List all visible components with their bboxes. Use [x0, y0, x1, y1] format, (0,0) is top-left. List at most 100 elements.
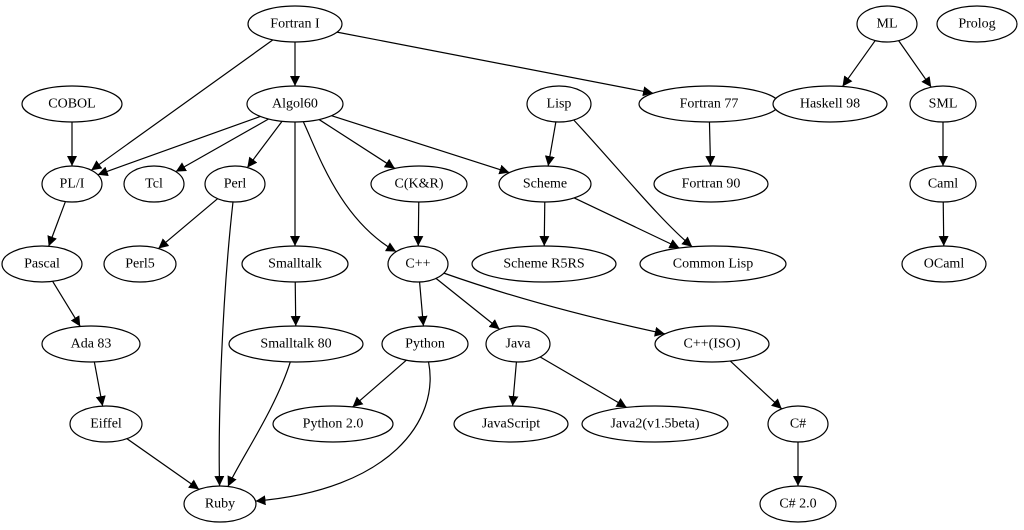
node-ellipse: [123, 165, 185, 203]
node-ocaml: OCaml: [901, 245, 987, 283]
node-prolog: Prolog: [936, 5, 1018, 43]
node-java: Java: [485, 325, 551, 363]
edge-fortran77-to-fortran90: [705, 121, 716, 167]
edge-cpp-to-cppiso: [443, 272, 665, 337]
edge-ckr-to-cpp: [413, 201, 424, 247]
edge-line: [539, 356, 627, 408]
node-label: C++: [405, 257, 430, 272]
edge-ml-to-haskell98: [842, 40, 876, 87]
node-ellipse: [526, 85, 592, 123]
node-ellipse: [241, 245, 349, 283]
edge-java-to-java2: [539, 356, 627, 408]
edge-smalltalk80-to-ruby: [227, 361, 291, 487]
edge-line: [175, 118, 269, 173]
node-ruby: Ruby: [183, 485, 257, 523]
node-smalltalk80: Smalltalk 80: [228, 325, 364, 363]
node-python: Python: [381, 325, 469, 363]
edge-line: [539, 201, 550, 247]
node-label: Java: [506, 337, 532, 352]
node-ellipse: [772, 85, 888, 123]
node-haskell98: Haskell 98: [772, 85, 888, 123]
edge-cpp-to-java: [435, 277, 500, 330]
node-ellipse: [759, 485, 837, 523]
node-ellipse: [485, 325, 551, 363]
edge-cpp-to-python: [417, 281, 428, 327]
node-label: Fortran 77: [680, 97, 739, 112]
edge-algol60-to-pli: [97, 115, 261, 177]
node-label: Caml: [928, 177, 958, 192]
node-label: Java2(v1.5beta): [610, 417, 699, 432]
node-ellipse: [246, 85, 344, 123]
node-ellipse: [653, 165, 769, 203]
node-label: Smalltalk: [268, 257, 322, 272]
edge-perl-to-ruby: [214, 201, 234, 487]
node-ellipse: [639, 245, 787, 283]
edge-line: [90, 39, 274, 171]
edge-line: [729, 360, 783, 410]
node-ellipse: [909, 165, 977, 203]
node-label: Prolog: [958, 17, 995, 32]
node-label: Ruby: [205, 497, 235, 512]
node-javascript: JavaScript: [453, 405, 569, 443]
node-label: Scheme: [523, 177, 567, 192]
edge-python-to-ruby: [255, 361, 431, 506]
edge-caml-to-ocaml: [938, 201, 949, 247]
edge-line: [318, 119, 396, 169]
edge-line: [47, 201, 66, 247]
node-label: Pascal: [24, 257, 60, 272]
node-label: Algol60: [272, 97, 318, 112]
node-label: Scheme R5RS: [503, 257, 584, 272]
node-label: Smalltalk 80: [260, 337, 331, 352]
node-ellipse: [471, 245, 617, 283]
edge-scheme-to-schemer5rs: [539, 201, 550, 247]
edge-line: [443, 272, 665, 337]
edge-pascal-to-ada83: [52, 281, 81, 327]
node-label: Python 2.0: [303, 417, 364, 432]
edges-layer: [47, 31, 949, 506]
edge-line: [898, 40, 932, 88]
edge-line: [352, 359, 407, 408]
node-label: Tcl: [145, 177, 163, 192]
node-ckr: C(K&R): [370, 165, 468, 203]
node-ellipse: [370, 165, 468, 203]
edge-line: [93, 361, 106, 407]
node-ellipse: [272, 405, 394, 443]
edge-python-to-python20: [352, 359, 407, 408]
node-ellipse: [1, 245, 83, 283]
node-ml: ML: [856, 5, 918, 43]
node-ellipse: [69, 405, 143, 443]
edge-line: [157, 198, 218, 249]
edge-line: [246, 120, 283, 168]
node-label: Perl: [224, 177, 247, 192]
node-label: C#: [790, 417, 806, 432]
node-schemer5rs: Scheme R5RS: [471, 245, 617, 283]
node-label: PL/I: [60, 177, 85, 192]
edge-cppiso-to-csharp: [729, 360, 783, 410]
node-cobol: COBOL: [21, 85, 123, 123]
node-ellipse: [41, 325, 141, 363]
node-eiffel: Eiffel: [69, 405, 143, 443]
node-lisp: Lisp: [526, 85, 592, 123]
edge-line: [842, 40, 876, 87]
node-label: OCaml: [924, 257, 965, 272]
node-label: C++(ISO): [683, 337, 740, 352]
edge-line: [938, 201, 949, 247]
node-pli: PL/I: [41, 165, 103, 203]
node-caml: Caml: [909, 165, 977, 203]
edge-lisp-to-scheme: [544, 121, 557, 167]
edge-line: [214, 201, 234, 487]
node-ada83: Ada 83: [41, 325, 141, 363]
edge-line: [413, 201, 424, 247]
node-fortran77: Fortran 77: [638, 85, 780, 123]
node-ellipse: [654, 325, 770, 363]
node-ellipse: [247, 5, 343, 43]
node-label: JavaScript: [482, 417, 540, 432]
edge-ada83-to-eiffel: [93, 361, 106, 407]
edge-fortran1-to-fortran77: [336, 31, 654, 97]
node-ellipse: [41, 165, 103, 203]
node-sml: SML: [909, 85, 977, 123]
node-ellipse: [387, 245, 449, 283]
node-label: SML: [929, 97, 958, 112]
node-ellipse: [498, 165, 592, 203]
